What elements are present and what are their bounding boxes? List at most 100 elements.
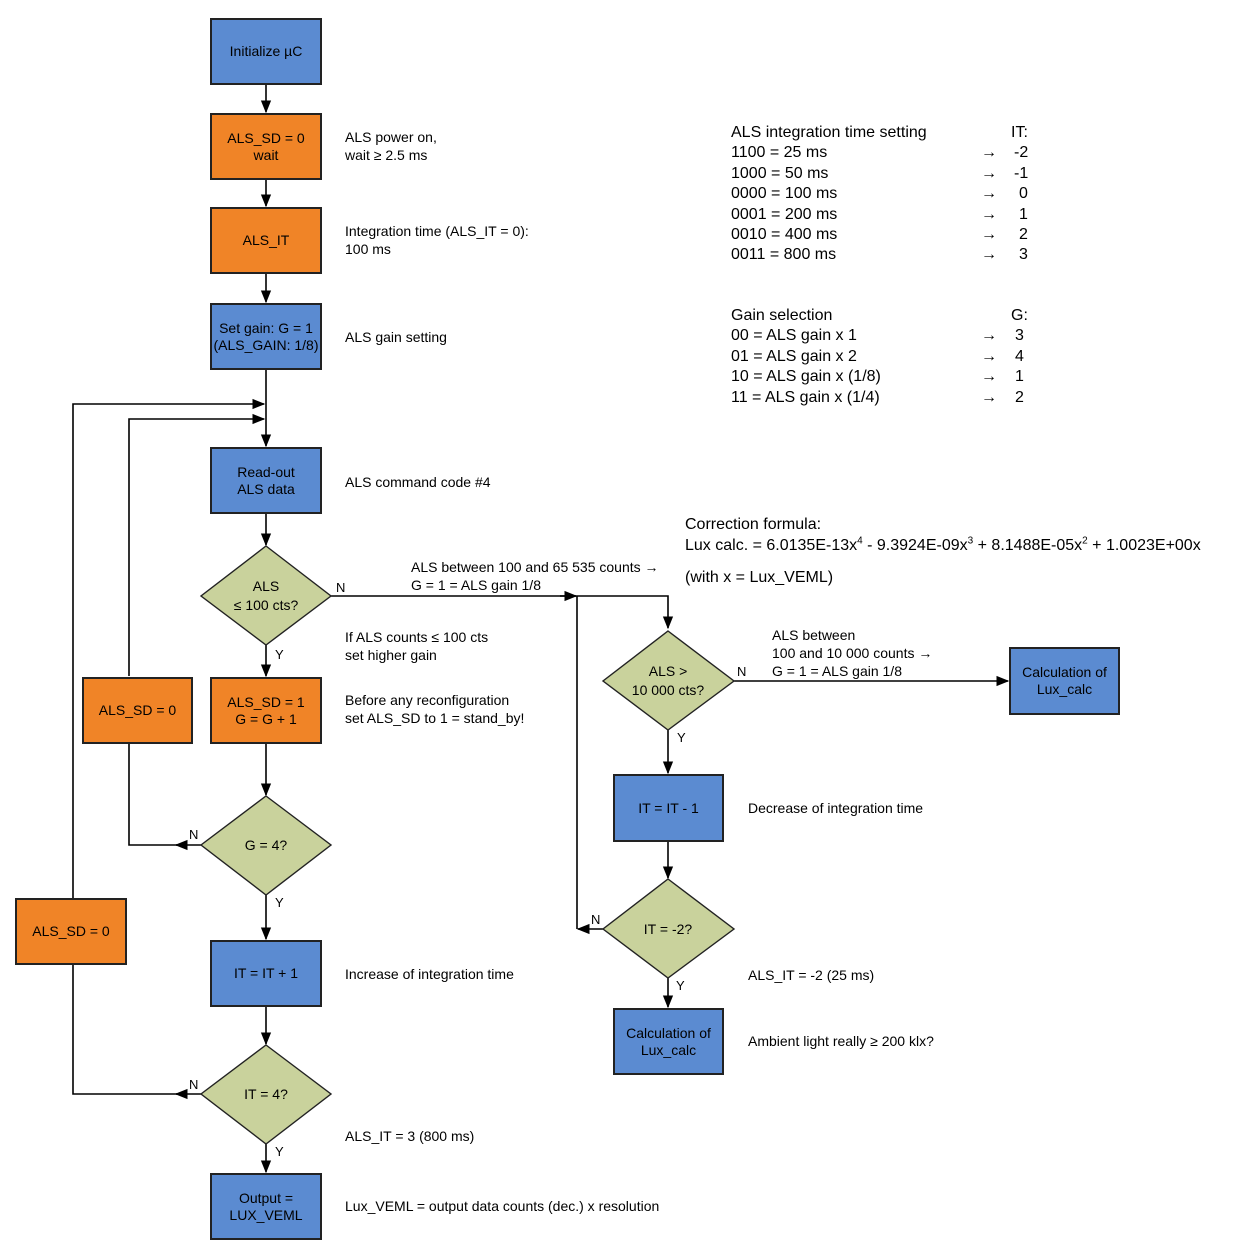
- note-als-it3: ALS_IT = 3 (800 ms): [345, 1128, 475, 1144]
- it-value: -2: [1014, 144, 1029, 162]
- it-table-header: ALS integration time setting IT:: [731, 123, 1031, 143]
- it-value: 1: [1019, 205, 1028, 223]
- edge-label-y-g4: Y: [275, 895, 284, 910]
- als-sd0-left-label-2: ALS_SD = 0: [32, 923, 110, 939]
- it-table: ALS integration time setting IT: 1100 = …: [731, 123, 1031, 266]
- it-plus-box: IT = IT + 1: [210, 940, 322, 1007]
- note-between-10000-line1: ALS between: [772, 627, 856, 643]
- decision-g4-shape: [199, 795, 333, 896]
- arrow-icon: →: [981, 368, 997, 386]
- note-als-itm2: ALS_IT = -2 (25 ms): [748, 967, 875, 983]
- it-plus-label: IT = IT + 1: [233, 965, 299, 981]
- decision-g4: G = 4?: [216, 835, 316, 855]
- note-integration-line2: 100 ms: [345, 241, 391, 257]
- note-between-65535-line1: ALS between 100 and 65 535 counts →: [411, 559, 659, 575]
- note-decrease-it: Decrease of integration time: [748, 800, 924, 816]
- als-it-box: ALS_IT: [210, 207, 322, 274]
- note-higher-gain-line2: set higher gain: [345, 647, 437, 663]
- formula-note: (with x = Lux_VEML): [685, 569, 834, 586]
- it-value: 3: [1019, 246, 1028, 264]
- formula-exp-2: 3: [967, 535, 974, 547]
- note-power-on: ALS power on, wait ≥ 2.5 ms: [345, 128, 437, 164]
- wait-label: wait: [253, 146, 279, 163]
- note-lux-veml: Lux_VEML = output data counts (dec.) x r…: [345, 1198, 660, 1214]
- decision-it4-label: IT = 4?: [244, 1085, 288, 1102]
- edge-it4-no: [72, 964, 201, 1095]
- note-between-10000-line2: 100 and 10 000 counts →: [772, 645, 933, 661]
- it-table-row: 1100 = 25 ms → -2: [731, 143, 1031, 163]
- gain-table-row: 00 = ALS gain x 1 → 3: [731, 326, 1031, 346]
- note-between-65535: ALS between 100 and 65 535 counts → G = …: [411, 558, 659, 594]
- it-setting: 1000 = 50 ms: [731, 164, 829, 182]
- output-line2: LUX_VEML: [229, 1206, 303, 1223]
- init-box: Initialize µC: [210, 18, 322, 85]
- decision-g4-label: G = 4?: [244, 836, 288, 853]
- readout-line1: Read-out: [237, 463, 295, 480]
- note-power-on-line1: ALS power on,: [345, 129, 437, 145]
- edge-label-y-itm2: Y: [676, 978, 685, 993]
- als-it-label: ALS_IT: [242, 232, 290, 248]
- correction-formula: Lux calc. = 6.0135E-13x4 - 9.3924E-09x3 …: [685, 536, 1201, 556]
- set-gain-box: Set gain: G = 1 (ALS_GAIN: 1/8): [210, 303, 322, 370]
- edge-label-n-als10000: N: [737, 664, 747, 679]
- arrow-icon: →: [981, 246, 997, 264]
- note-higher-gain-line1: If ALS counts ≤ 100 cts: [345, 629, 489, 645]
- edge-label-n-it4: N: [189, 1077, 199, 1092]
- note-integration-line1: Integration time (ALS_IT = 0):: [345, 223, 529, 239]
- gain-value: 1: [1015, 368, 1024, 386]
- it-setting: 1100 = 25 ms: [731, 144, 828, 162]
- set-gain-label: Set gain: G = 1: [219, 319, 313, 336]
- output-box: Output = LUX_VEML: [210, 1173, 322, 1240]
- als-sd1-line2: G = G + 1: [235, 710, 297, 727]
- gain-table-col-header: G:: [1011, 307, 1028, 324]
- decision-it4-shape: [199, 1044, 333, 1145]
- calc-bottom-box: Calculation of Lux_calc: [613, 1008, 724, 1075]
- edge-als100-no: [331, 595, 674, 630]
- calc-right-line2: Lux_calc: [1036, 681, 1093, 697]
- als-sd0-left-box-2: ALS_SD = 0: [15, 898, 127, 965]
- gain-value: 2: [1015, 388, 1024, 406]
- formula-lhs: Lux calc. =: [685, 537, 767, 554]
- note-ambient: Ambient light really ≥ 200 klx?: [748, 1033, 934, 1049]
- edge-label-y-it4: Y: [275, 1144, 284, 1159]
- formula-term-2: - 9.3924E-09x: [862, 537, 968, 554]
- gain-table-header: Gain selection G:: [731, 306, 1031, 326]
- note-command-code: ALS command code #4: [345, 474, 491, 490]
- arrow-icon: →: [981, 347, 997, 365]
- decision-als-10000-shape: [601, 630, 736, 731]
- note-integration: Integration time (ALS_IT = 0): 100 ms: [345, 222, 529, 258]
- output-line1: Output =: [238, 1189, 294, 1206]
- readout-box: Read-out ALS data: [210, 447, 322, 514]
- it-setting: 0000 = 100 ms: [731, 185, 838, 203]
- arrow-icon: →: [981, 225, 997, 243]
- edge-label-n-itm2: N: [591, 912, 601, 927]
- edge-label-y-als10000: Y: [677, 730, 686, 745]
- als-gain-label: (ALS_GAIN: 1/8): [213, 336, 319, 353]
- gain-value: 3: [1015, 327, 1024, 345]
- it-table-row: 0000 = 100 ms → 0: [731, 184, 1031, 204]
- arrow-icon: →: [981, 164, 997, 182]
- note-between-65535-line2: G = 1 = ALS gain 1/8: [411, 577, 541, 593]
- note-higher-gain: If ALS counts ≤ 100 cts set higher gain: [345, 628, 488, 664]
- note-gain-setting: ALS gain setting: [345, 329, 447, 345]
- it-table-col-header: IT:: [1011, 124, 1028, 141]
- gain-setting: 11 = ALS gain x (1/4): [731, 388, 880, 406]
- gain-table-row: 10 = ALS gain x (1/8) → 1: [731, 367, 1031, 387]
- it-value: -1: [1014, 164, 1029, 182]
- decision-itm2-shape: [601, 878, 736, 979]
- arrow-icon: →: [981, 327, 997, 345]
- it-minus-label: IT = IT - 1: [638, 799, 699, 816]
- als-sd0-wait-box: ALS_SD = 0 wait: [210, 113, 322, 180]
- formula-term-3: + 8.1488E-05x: [973, 537, 1083, 554]
- decision-itm2-label: IT = -2?: [643, 920, 693, 937]
- formula-exp-3: 2: [1082, 535, 1088, 547]
- calc-right-line1: Calculation of: [1022, 664, 1107, 680]
- it-minus-box: IT = IT - 1: [613, 774, 724, 842]
- it-setting: 0011 = 800 ms: [731, 246, 837, 264]
- als-sd0-left-box-1: ALS_SD = 0: [82, 677, 193, 744]
- decision-als-10000-line1: ALS >: [648, 663, 688, 679]
- correction-formula-title: Correction formula:: [685, 516, 822, 533]
- note-increase-it: Increase of integration time: [345, 966, 514, 982]
- note-between-10000-line3: G = 1 = ALS gain 1/8: [772, 663, 902, 679]
